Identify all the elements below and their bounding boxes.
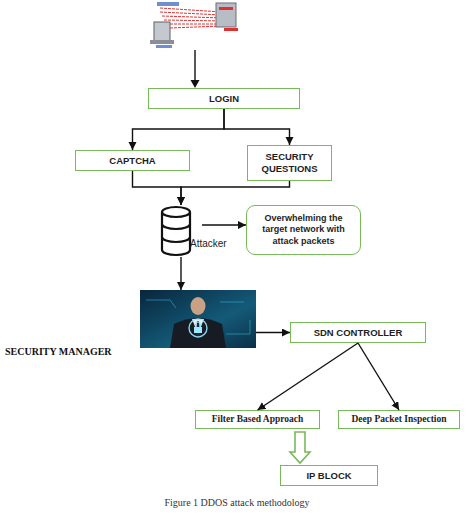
box-text: Filter Based Approach (212, 414, 304, 425)
attack-line (162, 16, 222, 18)
attacker-base (150, 40, 174, 44)
attack-line (166, 24, 222, 25)
flow-arrow (258, 343, 359, 410)
box-text: Deep Packet Inspection (352, 414, 447, 425)
method-box: Deep Packet Inspection (338, 410, 460, 429)
tiny-label-bar (157, 2, 179, 6)
process-box: CAPTCHA (75, 150, 190, 171)
figure-caption: Figure 1 DDOS attack methodology (0, 497, 474, 509)
network-illustration (0, 0, 474, 90)
flow-arrow (224, 109, 290, 145)
box-text: IP BLOCK (306, 470, 351, 482)
security-manager-image (140, 290, 256, 348)
tiny-label-bar (224, 28, 238, 31)
tiny-label-bar (156, 45, 172, 48)
flow-arrow (202, 224, 246, 225)
process-box: IP BLOCK (280, 465, 378, 486)
hair (190, 298, 206, 303)
box-text: SDN CONTROLLER (314, 327, 403, 339)
database-icon (160, 205, 202, 257)
callout-box: Overwhelming the target network with att… (246, 205, 361, 255)
victim-server (216, 3, 236, 27)
database-band (162, 224, 190, 229)
image-background (140, 290, 256, 348)
block-arrow (290, 432, 310, 463)
attack-line (170, 26, 222, 28)
node-label: SECURITY MANAGER (5, 346, 112, 358)
flow-arrow (358, 343, 399, 410)
head (191, 297, 206, 315)
lock-ring (189, 319, 207, 337)
attacker-server (154, 22, 170, 42)
box-text: LOGIN (209, 93, 239, 105)
node-label: Attacker (190, 238, 227, 250)
attack-line (164, 20, 222, 21)
flow-line (194, 50, 195, 81)
box-text: CAPTCHA (109, 155, 155, 167)
database-band (162, 237, 190, 242)
box-text: SECURITY QUESTIONS (248, 151, 331, 175)
method-box: Filter Based Approach (195, 410, 320, 429)
lock-shackle (196, 322, 201, 327)
attack-line (160, 8, 222, 12)
flow-arrow (133, 109, 225, 150)
flow-arrow (181, 181, 290, 205)
lock-body (194, 327, 202, 333)
victim-server-light (219, 7, 233, 10)
database-top (162, 207, 190, 217)
process-box: SECURITY QUESTIONS (247, 145, 332, 181)
process-box: SDN CONTROLLER (290, 322, 426, 343)
process-box: LOGIN (148, 88, 300, 109)
database-body (162, 212, 190, 255)
suit (170, 318, 226, 348)
flow-arrow (133, 171, 182, 205)
flow-arrow (180, 257, 181, 290)
database-node: Attacker (160, 205, 202, 257)
flow-arrowhead (191, 80, 200, 88)
attack-line (160, 12, 222, 15)
flow-arrow (256, 332, 290, 333)
box-text: Overwhelming the target network with att… (251, 213, 356, 247)
manager-image-node: SECURITY MANAGER (140, 290, 256, 348)
